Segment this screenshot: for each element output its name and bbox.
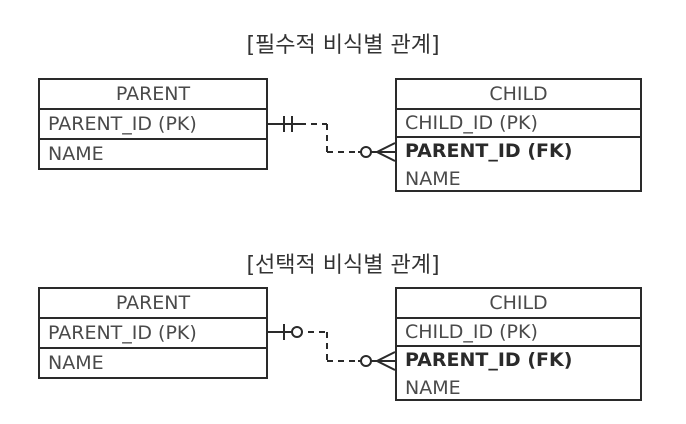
- zero-circle-marker: [360, 355, 372, 367]
- entity-name: CHILD: [397, 80, 640, 110]
- attribute-parent-id-fk: PARENT_ID (FK): [405, 140, 573, 162]
- entity-name: CHILD: [397, 289, 640, 319]
- child-entity-1: CHILD CHILD_ID (PK) PARENT_ID (FK) NAME: [395, 78, 642, 192]
- zero-circle-marker: [360, 146, 372, 158]
- attribute-parent-id-pk: PARENT_ID (PK): [40, 319, 266, 349]
- parent-entity-2: PARENT PARENT_ID (PK) NAME: [38, 287, 268, 379]
- attribute-child-id-pk: CHILD_ID (PK): [397, 319, 640, 347]
- crows-foot-marker: [376, 142, 396, 153]
- parent-entity-1: PARENT PARENT_ID (PK) NAME: [38, 78, 268, 170]
- crows-foot-marker: [376, 360, 396, 371]
- attribute-child-id-pk: CHILD_ID (PK): [397, 110, 640, 138]
- diagram-title-optional: [선택적 비식별 관계]: [246, 253, 440, 278]
- entity-name: PARENT: [40, 289, 266, 319]
- relationship-line-optional: [268, 324, 396, 371]
- crows-foot-marker: [376, 151, 396, 162]
- child-entity-2: CHILD CHILD_ID (PK) PARENT_ID (FK) NAME: [395, 287, 642, 401]
- zero-circle-marker: [291, 326, 303, 338]
- relationship-line-mandatory: [268, 116, 396, 162]
- entity-name: PARENT: [40, 80, 266, 110]
- attribute-name: NAME: [405, 377, 461, 399]
- attribute-name: NAME: [48, 352, 104, 374]
- crows-foot-marker: [376, 351, 396, 362]
- attribute-name: NAME: [405, 168, 461, 190]
- attribute-parent-id-fk: PARENT_ID (FK): [405, 349, 573, 371]
- attribute-name: NAME: [48, 143, 104, 165]
- attribute-parent-id-pk: PARENT_ID (PK): [40, 110, 266, 140]
- diagram-title-mandatory: [필수적 비식별 관계]: [246, 33, 440, 58]
